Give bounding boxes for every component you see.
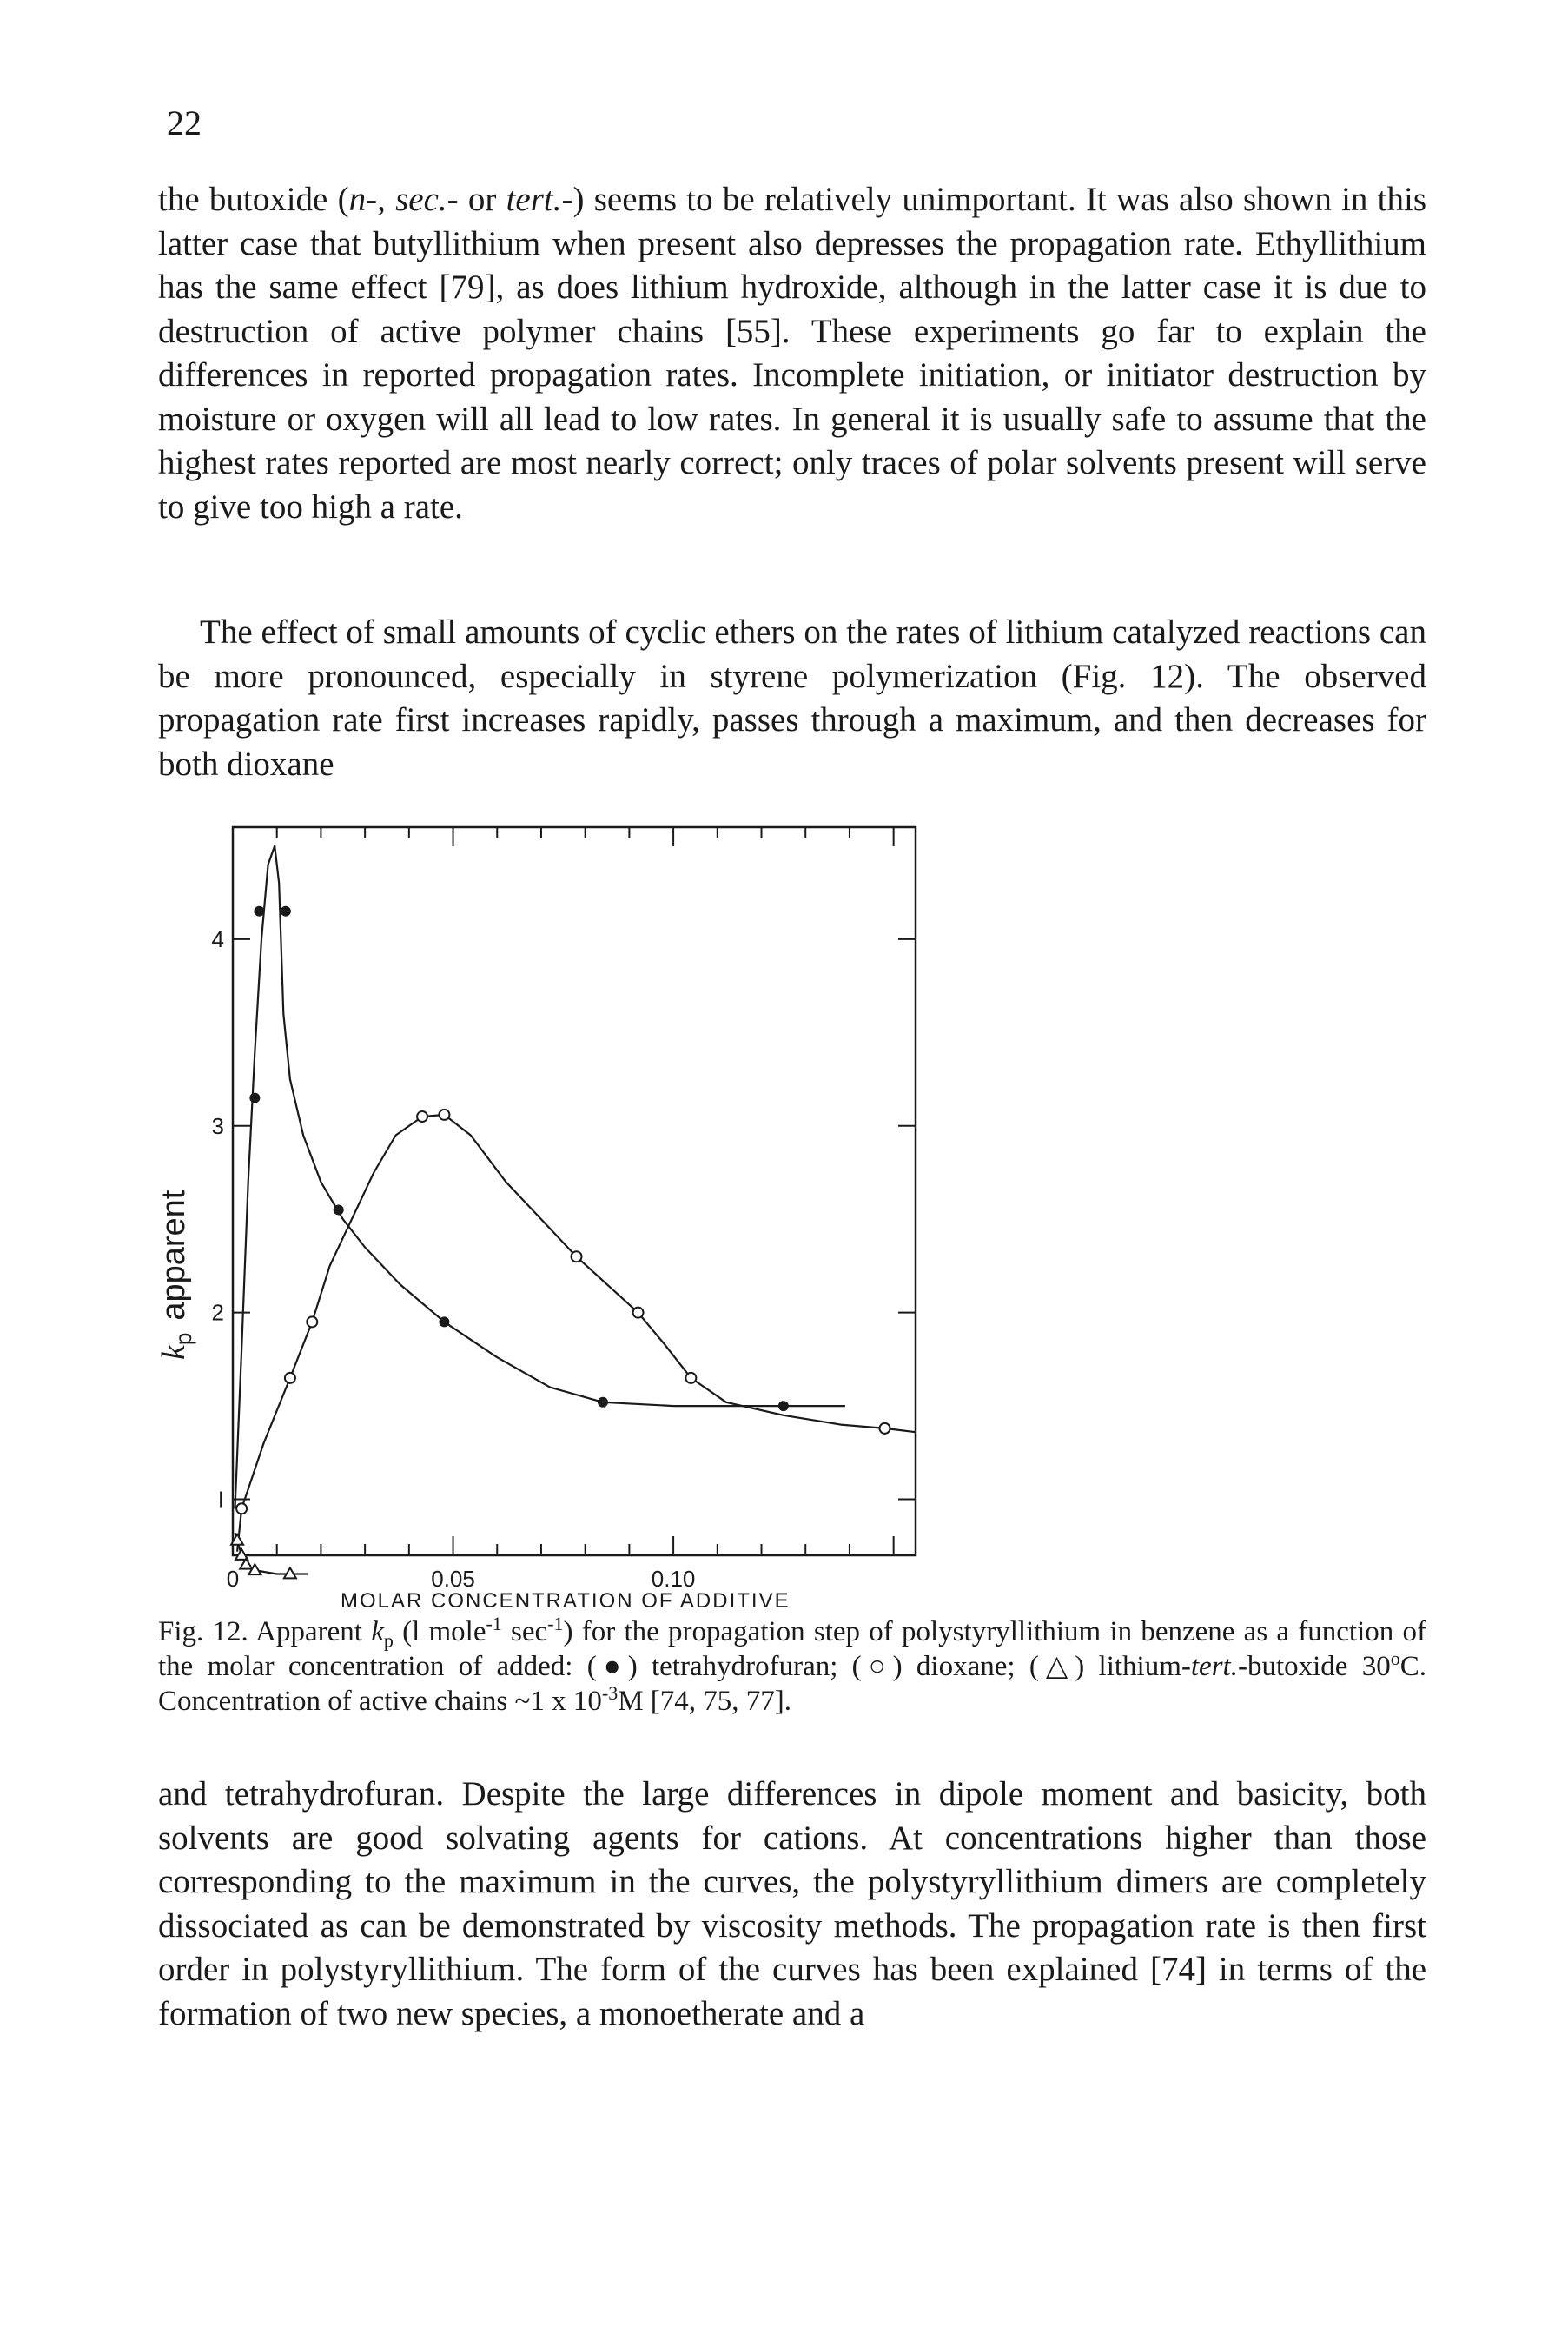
figure-12: I 2 3 4 0 0.05 0.10 MOLAR CONCENTRATION OF ADD… bbox=[155, 804, 1426, 1620]
caption-sup-3: o bbox=[1390, 1647, 1400, 1669]
caption-sup-4: -3 bbox=[601, 1682, 619, 1704]
plot-frame bbox=[231, 825, 917, 1557]
x-axis-label: MOLAR CONCENTRATION OF ADDITIVE bbox=[341, 1589, 791, 1613]
dioxane-point bbox=[438, 1108, 451, 1121]
y-axis-label-rest: apparent bbox=[158, 1190, 192, 1320]
dioxane-point bbox=[632, 1306, 645, 1319]
butoxide-point bbox=[238, 1556, 254, 1570]
dioxane-point bbox=[283, 1371, 296, 1384]
series-curve-2 bbox=[236, 1113, 916, 1552]
thf-point bbox=[254, 905, 265, 917]
caption-kp: k bbox=[371, 1616, 384, 1647]
svg-text:kpapparent: kp apparent bbox=[158, 1190, 196, 1360]
butoxide-point bbox=[234, 1547, 249, 1561]
dioxane-point bbox=[570, 1250, 583, 1263]
thf-point bbox=[439, 1316, 450, 1328]
caption-text-4: ) for the propagation step of polystyryl… bbox=[158, 1616, 1426, 1682]
caption-text-7: M [74, 75, 77]. bbox=[618, 1686, 792, 1717]
p1-italic-n: n- bbox=[348, 181, 378, 218]
thf-point bbox=[777, 1401, 789, 1412]
butoxide-point bbox=[247, 1562, 263, 1576]
axis-tick-labels: I 2 3 4 0 0.05 0.10 bbox=[212, 926, 696, 1592]
paragraph-3: and tetrahydrofuran. Despite the large d… bbox=[158, 1775, 1426, 2032]
caption-italic-tert: tert. bbox=[1190, 1651, 1238, 1682]
caption-kp-sub: p bbox=[383, 1629, 394, 1652]
caption-sup-2: -1 bbox=[547, 1613, 564, 1634]
thf-point bbox=[249, 1092, 261, 1103]
caption-text-5: -butoxide 30 bbox=[1237, 1651, 1391, 1682]
y-tick-label: 4 bbox=[212, 926, 224, 952]
y-tick-label: I bbox=[218, 1487, 224, 1513]
paragraph-1: the butoxide (n-, sec.- or tert.-) seems… bbox=[158, 178, 1426, 529]
page-number: 22 bbox=[167, 103, 202, 142]
thf-point bbox=[333, 1204, 344, 1216]
dioxane-point bbox=[878, 1422, 891, 1435]
p1-text-2: , bbox=[377, 181, 396, 218]
figure-caption: Fig. 12. Apparent kp (l mole-1 sec-1) fo… bbox=[158, 1614, 1426, 1719]
dioxane-point bbox=[306, 1315, 319, 1329]
p1-text-4: ) seems to be relatively unimportant. It… bbox=[158, 181, 1426, 526]
series-points bbox=[229, 905, 891, 1580]
y-axis-label-sub: p bbox=[170, 1333, 196, 1345]
x-tick-label: 0 bbox=[227, 1566, 239, 1592]
y-axis-label-k: k bbox=[158, 1344, 192, 1360]
y-axis-label: kp apparent bbox=[155, 1190, 196, 1360]
caption-text-3: sec bbox=[501, 1616, 548, 1647]
p1-italic-sec: sec.- bbox=[395, 181, 459, 218]
kp-chart: I 2 3 4 0 0.05 0.10 MOLAR CONCENTRATION OF ADD… bbox=[155, 825, 917, 1613]
p1-text-3: or bbox=[458, 181, 506, 218]
x-tick-label: 0.05 bbox=[431, 1566, 475, 1592]
y-tick-label: 3 bbox=[212, 1113, 224, 1139]
thf-point bbox=[280, 905, 291, 917]
caption-text-6: C. Concentration of active chains ~1 x 1… bbox=[158, 1651, 1426, 1717]
y-tick-label: 2 bbox=[212, 1300, 224, 1326]
axis-ticks bbox=[232, 827, 916, 1555]
caption-sup-1: -1 bbox=[486, 1613, 502, 1634]
butoxide-point bbox=[282, 1566, 298, 1580]
butoxide-point bbox=[229, 1532, 245, 1546]
p1-italic-tert: tert.- bbox=[506, 181, 573, 218]
dioxane-point bbox=[235, 1502, 248, 1515]
thf-point bbox=[597, 1396, 608, 1408]
caption-text-2: (l mole bbox=[393, 1616, 486, 1647]
caption-text-1: Fig. 12. Apparent bbox=[158, 1616, 372, 1647]
p1-text-1: the butoxide ( bbox=[158, 181, 349, 218]
series-curve-1 bbox=[234, 845, 845, 1509]
x-tick-label: 0.10 bbox=[652, 1566, 696, 1592]
dioxane-point bbox=[416, 1110, 429, 1123]
paragraph-2: The effect of small amounts of cyclic et… bbox=[158, 613, 1426, 783]
dioxane-point bbox=[685, 1371, 698, 1384]
